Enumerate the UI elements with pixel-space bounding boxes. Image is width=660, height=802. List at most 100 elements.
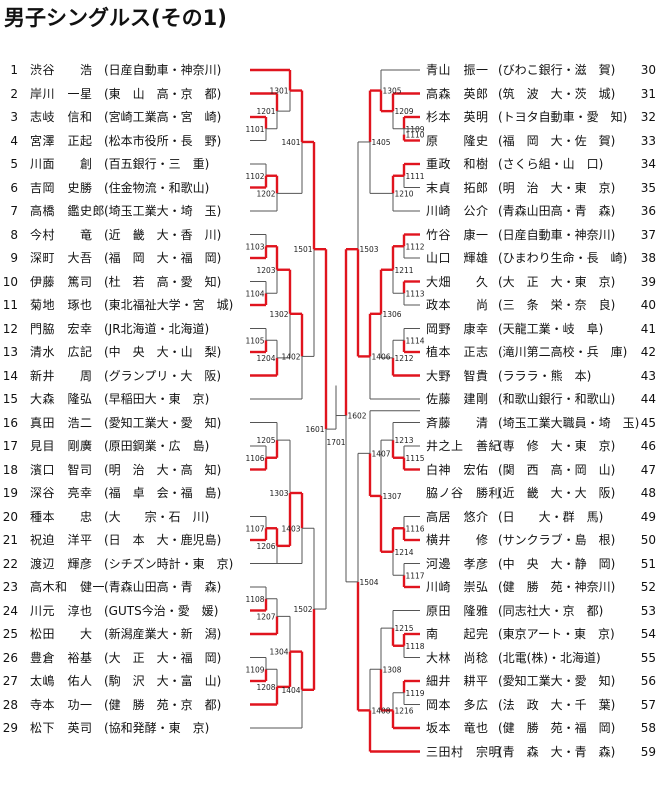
player-affiliation: (東 山 高・京 都) — [104, 86, 222, 101]
match-number: 1208 — [256, 683, 275, 692]
player-number: 42 — [640, 345, 656, 359]
match-number: 1210 — [394, 189, 413, 198]
player-affiliation: (日産自動車・神奈川) — [498, 227, 616, 242]
player-affiliation: (福 岡 大・福 岡) — [104, 251, 222, 265]
player-row: 原田 隆雅(同志社大・京 都)53 — [420, 600, 660, 622]
player-number: 37 — [640, 227, 656, 242]
player-row: 大林 尚稔(北電(株)・北海道)55 — [420, 647, 660, 669]
match-number: 1117 — [405, 571, 424, 580]
player-number: 44 — [640, 392, 656, 406]
player-row: 三田村 宗明(青 森 大・青 森)59 — [420, 741, 660, 763]
match-number: 1111 — [405, 172, 424, 181]
player-affiliation: (法 政 大・千 葉) — [498, 697, 616, 712]
player-name: 大畑 久 — [426, 274, 489, 289]
player-name: 大野 智貴 — [426, 368, 489, 383]
player-affiliation: (筑 波 大・茨 城) — [498, 86, 616, 101]
player-name: 松下 英司 — [30, 721, 93, 735]
player-affiliation: (愛知工業大・愛 知) — [498, 674, 616, 688]
player-name: 青山 振一 — [426, 63, 489, 77]
player-row: 山口 輝雄(ひまわり生命・長 崎)38 — [420, 247, 660, 269]
player-affiliation: (グランプリ・大 阪) — [104, 368, 222, 383]
match-number: 1301 — [269, 87, 288, 96]
player-name: 祝迫 洋平 — [30, 533, 93, 547]
player-affiliation: (三 条 栄・奈 良) — [498, 298, 616, 312]
match-number: 1215 — [394, 624, 413, 633]
player-name: 佐藤 建剛 — [426, 392, 489, 406]
player-name: 原田 隆雅 — [426, 603, 489, 618]
match-number: 1209 — [394, 107, 413, 116]
player-number: 41 — [640, 321, 656, 336]
player-affiliation: (サンクラブ・島 根) — [498, 533, 616, 547]
player-name: 井之上 善紀 — [426, 439, 502, 453]
match-number: 1401 — [281, 138, 300, 147]
player-name: 志岐 信和 — [30, 110, 93, 124]
match-number: 1205 — [256, 436, 275, 445]
match-number: 1307 — [382, 492, 401, 501]
player-number: 9 — [10, 251, 18, 265]
player-affiliation: (百五銀行・三 重) — [104, 157, 210, 171]
player-number: 39 — [640, 274, 656, 289]
match-number: 1202 — [256, 189, 275, 198]
match-number: 1212 — [394, 354, 413, 363]
player-name: 三田村 宗明 — [426, 744, 502, 759]
player-number: 33 — [640, 133, 656, 148]
player-number: 21 — [2, 533, 18, 547]
player-affiliation: (健 勝 苑・神奈川) — [498, 580, 616, 594]
player-affiliation: (さくら組・山 口) — [498, 157, 604, 171]
player-row: 政本 尚(三 条 栄・奈 良)40 — [420, 294, 660, 316]
player-row: 川崎 崇弘(健 勝 苑・神奈川)52 — [420, 576, 660, 598]
player-row: 大畑 久(大 正 大・東 京)39 — [420, 271, 660, 293]
player-affiliation: (中 央 大・山 梨) — [104, 345, 222, 359]
player-row: 白神 宏佑(関 西 高・岡 山)47 — [420, 459, 660, 481]
match-number: 1305 — [382, 87, 401, 96]
player-row: 重政 和樹(さくら組・山 口)34 — [420, 153, 660, 175]
match-number: 1304 — [269, 648, 288, 657]
match-number: 1211 — [394, 266, 413, 275]
player-name: 山口 輝雄 — [426, 251, 489, 265]
match-number: 1504 — [359, 578, 378, 587]
player-name: 渋谷 浩 — [30, 63, 93, 77]
player-row: 竹谷 康一(日産自動車・神奈川)37 — [420, 224, 660, 246]
match-number: 1303 — [269, 489, 288, 498]
player-affiliation: (福 卓 会・福 島) — [104, 486, 222, 500]
player-number: 12 — [2, 321, 18, 336]
player-affiliation: (住金物流・和歌山) — [104, 180, 210, 195]
player-name: 大森 隆弘 — [30, 392, 93, 406]
match-number: 1501 — [293, 245, 312, 254]
player-number: 6 — [10, 180, 18, 195]
player-affiliation: (関 西 高・岡 山) — [498, 462, 616, 477]
match-number: 1602 — [347, 412, 366, 421]
match-number: 1214 — [394, 548, 413, 557]
player-affiliation: (ひまわり生命・長 崎) — [498, 251, 628, 265]
player-affiliation: (専 修 大・東 京) — [498, 439, 616, 453]
player-affiliation: (青森山田高・青 森) — [104, 580, 222, 594]
player-name: 川元 淳也 — [30, 603, 93, 618]
match-number: 1116 — [405, 524, 424, 533]
player-number: 54 — [640, 627, 656, 641]
match-number: 1114 — [405, 336, 424, 345]
player-number: 29 — [2, 721, 18, 735]
player-affiliation: (早稲田大・東 京) — [104, 392, 210, 406]
player-number: 1 — [10, 63, 18, 77]
player-name: 豊倉 裕基 — [30, 650, 93, 665]
match-number: 1115 — [405, 454, 424, 463]
match-number: 1119 — [405, 689, 424, 698]
player-affiliation: (東京アート・東 京) — [498, 627, 615, 641]
player-name: 斉藤 清 — [426, 415, 489, 430]
player-name: 河邊 孝彦 — [426, 556, 489, 571]
match-number: 1109 — [245, 665, 264, 674]
player-number: 22 — [2, 556, 18, 571]
player-affiliation: (大 宗・石 川) — [104, 509, 210, 524]
match-number: 1206 — [256, 542, 275, 551]
player-affiliation: (原田鋼業・広 島) — [104, 439, 210, 453]
player-number: 20 — [2, 509, 18, 524]
